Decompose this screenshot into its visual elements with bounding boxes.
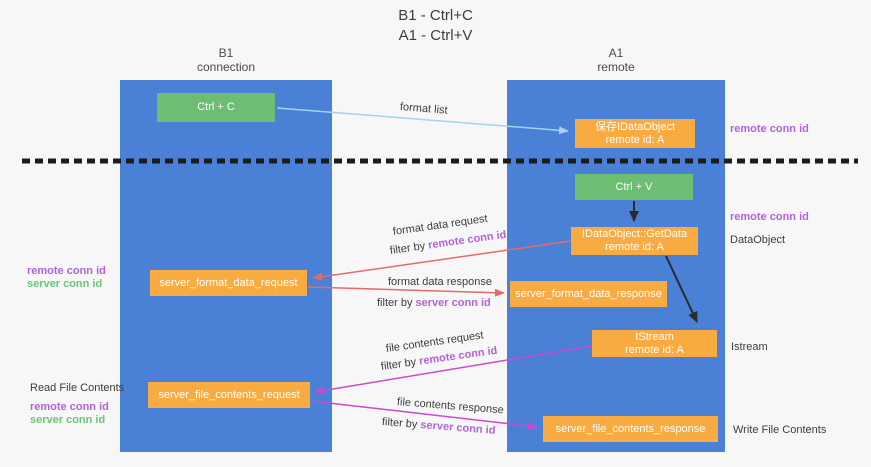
node-saved-idataobject-line2: remote id: A xyxy=(605,133,665,146)
node-getdata-line1: IDataObject::GetData xyxy=(581,228,688,240)
filter-by-text: filter by xyxy=(389,240,426,257)
node-istream-line2: remote id: A xyxy=(625,343,684,356)
server-conn-id-text: server conn id xyxy=(415,297,491,309)
label-istream: Istream xyxy=(731,341,768,353)
lane-a1-role: remote xyxy=(597,60,635,74)
filter-by-text: filter by xyxy=(377,297,413,309)
node-format-request-label: server_format_data_request xyxy=(159,276,298,289)
node-format-response-label: server_format_data_response xyxy=(515,287,662,300)
node-saved-idataobject: 保存IDataObject remote id: A xyxy=(575,119,695,148)
label-left-mid-remote-conn-id: remote conn id xyxy=(27,265,106,277)
node-server-file-contents-response: server_file_contents_response xyxy=(543,416,718,442)
arrow-label-file-contents-response: file contents response xyxy=(396,396,505,417)
lane-a1-name: A1 xyxy=(608,46,624,60)
node-ctrl-v-label: Ctrl + V xyxy=(615,180,653,193)
lane-b1-name: B1 xyxy=(218,46,234,60)
node-idataobject-getdata: IDataObject::GetData remote id: A xyxy=(571,227,698,255)
lane-header-b1: B1 connection xyxy=(120,46,332,74)
label-right-top-remote-conn-id: remote conn id xyxy=(730,123,809,135)
lane-header-a1: A1 remote xyxy=(507,46,725,74)
node-ctrl-c: Ctrl + C xyxy=(157,93,275,122)
label-left-mid-server-conn-id: server conn id xyxy=(27,278,103,290)
server-conn-id-text: server conn id xyxy=(419,419,496,437)
diagram-title: B1 - Ctrl+C A1 - Ctrl+V xyxy=(0,6,871,46)
arrow-label-format-list: format list xyxy=(399,101,449,117)
node-ctrl-c-label: Ctrl + C xyxy=(197,101,235,113)
arrow-label-filter-server-1: filter by server conn id xyxy=(377,297,491,309)
node-istream-line1: IStream xyxy=(635,330,674,343)
lane-b1-role: connection xyxy=(196,60,256,74)
node-getdata-line2: remote id: A xyxy=(605,241,664,253)
label-write-file-contents: Write File Contents xyxy=(733,424,827,436)
remote-conn-id-text: remote conn id xyxy=(427,228,508,252)
arrow-label-format-data-response: format data response xyxy=(388,276,492,288)
label-left-bottom-remote-conn-id: remote conn id xyxy=(30,401,109,413)
title-line-b1: B1 - Ctrl+C xyxy=(398,7,473,24)
node-server-file-contents-request: server_file_contents_request xyxy=(148,382,310,408)
node-istream: IStream remote id: A xyxy=(592,330,717,357)
arrow-label-filter-server-2: filter by server conn id xyxy=(382,416,496,437)
label-dataobject: DataObject xyxy=(730,234,786,246)
node-ctrl-v: Ctrl + V xyxy=(575,174,693,200)
label-left-bottom-server-conn-id: server conn id xyxy=(30,414,106,426)
label-read-file-contents: Read File Contents xyxy=(30,382,125,394)
node-server-format-data-response: server_format_data_response xyxy=(510,281,667,307)
node-file-request-label: server_file_contents_request xyxy=(158,388,300,401)
filter-by-text: filter by xyxy=(381,416,418,431)
label-right-mid-remote-conn-id: remote conn id xyxy=(730,211,809,223)
filter-by-text: filter by xyxy=(380,356,417,373)
node-file-response-label: server_file_contents_response xyxy=(555,422,706,435)
node-server-format-data-request: server_format_data_request xyxy=(150,270,307,296)
node-saved-idataobject-line1: 保存IDataObject xyxy=(594,120,676,133)
title-line-a1: A1 - Ctrl+V xyxy=(398,27,473,44)
